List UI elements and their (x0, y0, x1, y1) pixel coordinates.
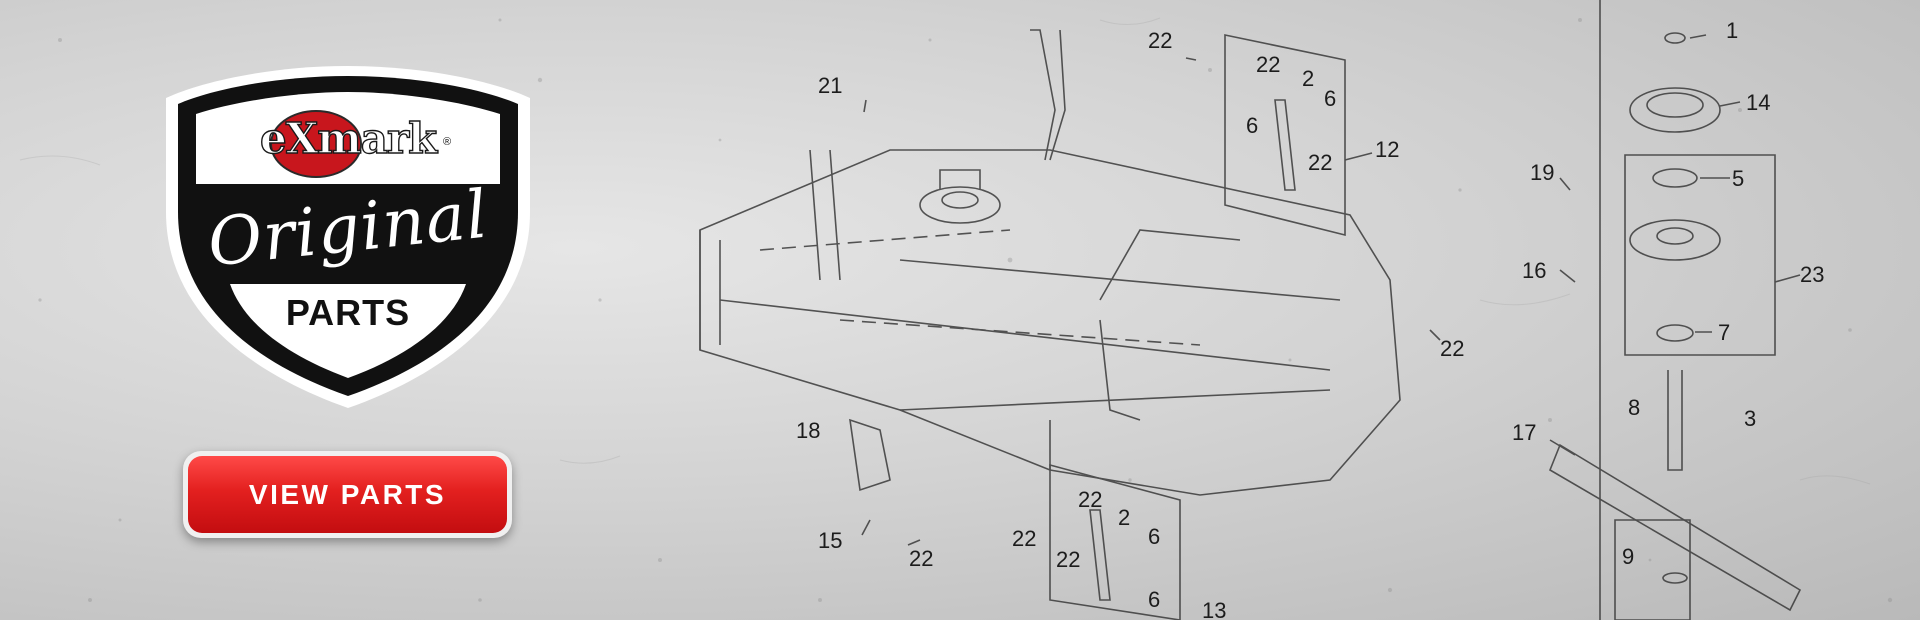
callout-12: 12 (1375, 137, 1399, 162)
view-parts-button[interactable]: VIEW PARTS (183, 451, 512, 538)
callout-22: 22 (1440, 336, 1464, 361)
logo-subheadline: PARTS (285, 292, 411, 333)
view-parts-button-face[interactable]: VIEW PARTS (188, 456, 507, 533)
callout-19: 19 (1530, 160, 1554, 185)
callout-22: 22 (1078, 487, 1102, 512)
callout-17: 17 (1512, 420, 1536, 445)
callout-1: 1 (1726, 18, 1738, 43)
callout-22: 22 (1056, 547, 1080, 572)
callout-13: 13 (1202, 598, 1226, 620)
brand-oval (270, 110, 362, 178)
callout-21: 21 (818, 73, 842, 98)
exmark-original-parts-logo: eXmark ® Original PARTS (160, 62, 536, 412)
callout-3: 3 (1744, 406, 1756, 431)
registered-mark: ® (443, 136, 452, 148)
callout-23: 23 (1800, 262, 1824, 287)
callout-7: 7 (1718, 320, 1730, 345)
brand-name: eXmark (259, 113, 438, 163)
callout-6: 6 (1148, 587, 1160, 612)
callout-2: 2 (1118, 505, 1130, 530)
callout-9: 9 (1622, 544, 1634, 569)
shield-icon (166, 66, 530, 408)
callout-22: 22 (1148, 28, 1172, 53)
callout-6: 6 (1246, 113, 1258, 138)
callout-6: 6 (1324, 86, 1336, 111)
brand-logo: eXmark (259, 104, 438, 182)
callout-16: 16 (1522, 258, 1546, 283)
callout-22: 22 (1012, 526, 1036, 551)
callout-18: 18 (796, 418, 820, 443)
callout-2: 2 (1302, 66, 1314, 91)
callout-22: 22 (1256, 52, 1280, 77)
callout-8: 8 (1628, 395, 1640, 420)
callout-22: 22 (909, 546, 933, 571)
view-parts-label: VIEW PARTS (248, 478, 447, 510)
callout-22: 22 (1308, 150, 1332, 175)
callout-14: 14 (1746, 90, 1770, 115)
callout-15: 15 (818, 528, 842, 553)
callout-5: 5 (1732, 166, 1744, 191)
callout-6: 6 (1148, 524, 1160, 549)
